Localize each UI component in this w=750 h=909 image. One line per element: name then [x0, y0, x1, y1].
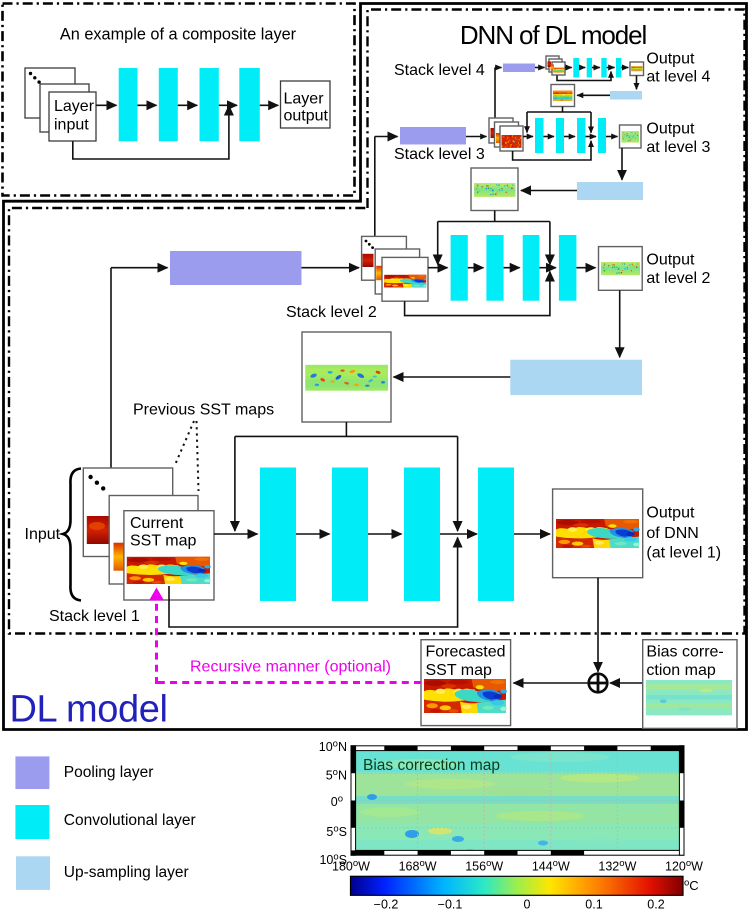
- svg-text:Up-sampling layer: Up-sampling layer: [64, 864, 189, 881]
- svg-text:0o: 0o: [331, 794, 343, 810]
- svg-text:156oW: 156oW: [465, 858, 503, 874]
- svg-text:−0.2: −0.2: [374, 898, 399, 909]
- svg-text:Stack level 4: Stack level 4: [394, 62, 485, 79]
- svg-text:168oW: 168oW: [399, 858, 437, 874]
- svg-text:SST map: SST map: [426, 662, 493, 679]
- svg-text:Bias correction map: Bias correction map: [363, 757, 500, 774]
- svg-text:Layer: Layer: [54, 98, 95, 115]
- svg-text:120oW: 120oW: [665, 858, 703, 874]
- svg-text:Previous SST maps: Previous SST maps: [133, 402, 274, 419]
- svg-text:at level 2: at level 2: [646, 270, 710, 287]
- svg-text:5oS: 5oS: [326, 824, 347, 840]
- svg-text:Stack level 1: Stack level 1: [49, 608, 140, 625]
- svg-text:at level 3: at level 3: [646, 139, 710, 156]
- svg-text:Recursive manner (optional): Recursive manner (optional): [190, 659, 391, 676]
- svg-text:Pooling layer: Pooling layer: [64, 764, 154, 781]
- svg-text:ction map: ction map: [646, 662, 715, 679]
- svg-text:DNN of DL model: DNN of DL model: [460, 20, 647, 50]
- svg-text:Output: Output: [646, 120, 695, 137]
- svg-text:output: output: [284, 107, 329, 124]
- svg-text:Current: Current: [130, 515, 184, 532]
- svg-text:Output: Output: [646, 251, 695, 268]
- svg-text:Stack level 3: Stack level 3: [394, 146, 485, 163]
- svg-text:10oN: 10oN: [319, 739, 347, 755]
- svg-text:Bias corre-: Bias corre-: [646, 644, 723, 661]
- svg-text:oC: oC: [684, 878, 699, 894]
- svg-text:Convolutional layer: Convolutional layer: [64, 812, 196, 829]
- svg-text:0: 0: [524, 898, 531, 909]
- svg-text:Forecasted: Forecasted: [426, 644, 506, 661]
- svg-text:(at level 1): (at level 1): [646, 545, 721, 562]
- svg-text:Output: Output: [646, 505, 695, 522]
- svg-text:input: input: [54, 117, 89, 134]
- svg-text:Input: Input: [25, 526, 61, 543]
- svg-text:An example of a composite laye: An example of a composite layer: [60, 25, 297, 43]
- svg-text:SST map: SST map: [130, 533, 197, 550]
- svg-text:Output: Output: [646, 50, 695, 67]
- svg-text:DL model: DL model: [10, 689, 168, 731]
- svg-text:at level 4: at level 4: [646, 68, 710, 85]
- svg-text:0.2: 0.2: [647, 898, 664, 909]
- svg-text:Layer: Layer: [284, 90, 325, 107]
- svg-text:10oS: 10oS: [319, 852, 347, 868]
- svg-text:5oN: 5oN: [326, 767, 347, 783]
- svg-text:0.1: 0.1: [585, 898, 602, 909]
- svg-text:Stack level 2: Stack level 2: [286, 304, 377, 321]
- svg-text:144oW: 144oW: [532, 858, 570, 874]
- svg-text:of DNN: of DNN: [646, 525, 698, 542]
- svg-text:132oW: 132oW: [598, 858, 636, 874]
- svg-text:180oW: 180oW: [332, 858, 370, 874]
- svg-text:−0.1: −0.1: [438, 898, 463, 909]
